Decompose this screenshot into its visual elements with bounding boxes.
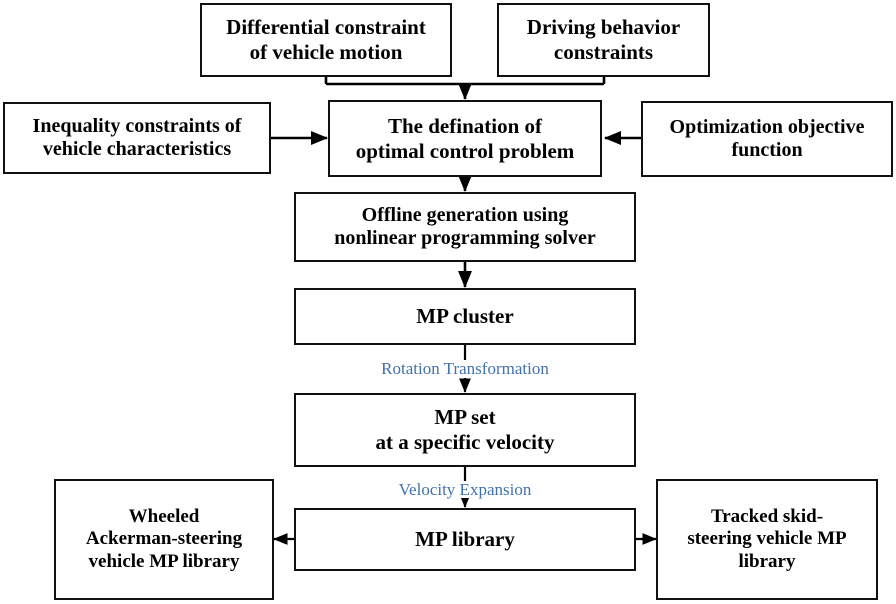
node-label: Inequality constraints of vehicle charac… — [32, 114, 242, 160]
edge-label-text: Velocity Expansion — [398, 480, 532, 499]
node-driving-behavior[interactable]: Driving behavior constraints — [497, 3, 710, 77]
edge-label-rotation-transformation: Rotation Transformation — [375, 360, 555, 377]
node-label: MP library — [415, 527, 515, 552]
node-offline-generation[interactable]: Offline generation using nonlinear progr… — [294, 192, 636, 262]
node-inequality-constraints[interactable]: Inequality constraints of vehicle charac… — [3, 102, 271, 174]
node-optimal-control-problem[interactable]: The defination of optimal control proble… — [328, 100, 602, 177]
connector-top-bus — [324, 77, 606, 101]
node-label: Optimization objective function — [669, 115, 865, 161]
node-label: Driving behavior constraints — [526, 15, 681, 64]
node-label: MP set at a specific velocity — [375, 405, 555, 454]
node-label: The defination of optimal control proble… — [355, 113, 575, 163]
node-mp-set[interactable]: MP set at a specific velocity — [294, 393, 636, 467]
node-label: Tracked skid- steering vehicle MP librar… — [687, 506, 847, 572]
node-wheeled-ackerman[interactable]: Wheeled Ackerman-steering vehicle MP lib… — [54, 479, 274, 600]
node-mp-library[interactable]: MP library — [294, 508, 636, 571]
edge-label-text: Rotation Transformation — [381, 359, 549, 378]
node-label: Differential constraint of vehicle motio… — [226, 15, 426, 64]
node-mp-cluster[interactable]: MP cluster — [294, 288, 636, 345]
node-label: Offline generation using nonlinear progr… — [334, 203, 596, 249]
edge-label-velocity-expansion: Velocity Expansion — [395, 481, 535, 498]
node-differential-constraint[interactable]: Differential constraint of vehicle motio… — [200, 3, 452, 77]
node-label: Wheeled Ackerman-steering vehicle MP lib… — [85, 506, 243, 572]
node-label: MP cluster — [416, 304, 514, 329]
node-optimization-objective[interactable]: Optimization objective function — [641, 101, 893, 177]
node-tracked-skid[interactable]: Tracked skid- steering vehicle MP librar… — [656, 479, 878, 600]
